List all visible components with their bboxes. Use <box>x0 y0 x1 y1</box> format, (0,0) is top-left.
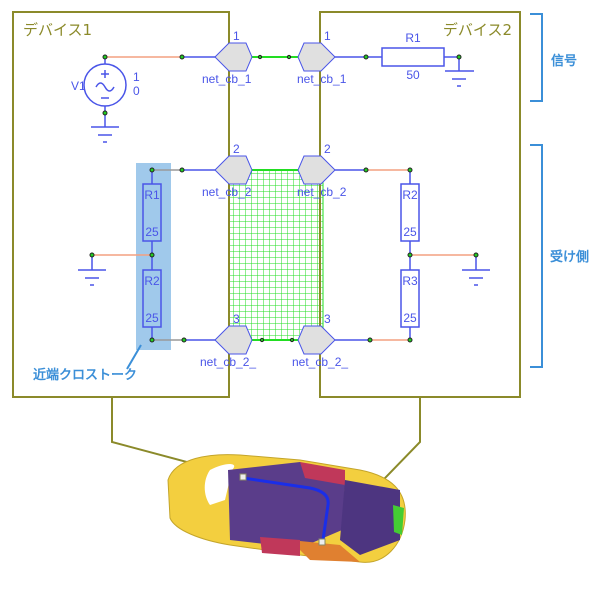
device1-title: デバイス1 <box>23 21 92 39</box>
resistor-name: R3 <box>402 274 418 288</box>
source-amp: 1 <box>133 70 140 84</box>
resistor-value: 25 <box>403 311 417 325</box>
resistor-d2-r1[interactable] <box>381 47 445 67</box>
resistor-name: R2 <box>144 274 160 288</box>
device2-title: デバイス2 <box>443 21 512 39</box>
resistor-d2-r3[interactable] <box>400 269 420 328</box>
row-receiver-wires <box>91 169 477 341</box>
connector-right-1[interactable] <box>297 42 336 72</box>
resistor-name: R2 <box>402 188 418 202</box>
resistor-value: 25 <box>145 311 159 325</box>
pin-label: 3 <box>324 312 331 326</box>
ground-icon <box>462 269 490 286</box>
signal-bracket <box>530 13 543 102</box>
resistor-name: R1 <box>144 188 160 202</box>
connector-left-1[interactable] <box>214 42 253 72</box>
resistor-d1-r1[interactable] <box>142 183 162 242</box>
net-label: net_cb_1 <box>297 72 347 86</box>
resistor-value: 50 <box>406 68 420 82</box>
near-end-crosstalk-label: 近端クロストーク <box>33 367 137 383</box>
source-name: V1 <box>71 79 86 93</box>
resistor-d2-r2[interactable] <box>400 183 420 242</box>
resistor-value: 25 <box>403 225 417 239</box>
resistor-name: R1 <box>405 31 421 45</box>
signal-label: 信号 <box>551 53 577 69</box>
receiver-bracket <box>530 144 543 368</box>
pin-label: 3 <box>233 312 240 326</box>
ground-icon <box>445 70 474 87</box>
net-label: net_cb_2 <box>202 185 252 199</box>
net-label: net_cb_2_ <box>292 355 348 369</box>
resistor-value: 25 <box>145 225 159 239</box>
ground-icon <box>91 126 119 143</box>
net-label: net_cb_2_ <box>200 355 256 369</box>
pin-label: 2 <box>233 142 240 156</box>
resistor-d1-r2[interactable] <box>142 269 162 328</box>
pin-label: 2 <box>324 142 331 156</box>
receiver-label: 受け側 <box>550 249 589 265</box>
net-label: net_cb_2 <box>297 185 347 199</box>
device1-frame <box>12 11 230 398</box>
net-label: net_cb_1 <box>202 72 252 86</box>
crosstalk-pointer <box>126 344 142 370</box>
pin-label: 1 <box>233 29 240 43</box>
pin-label: 1 <box>324 29 331 43</box>
connector-right-2[interactable] <box>297 155 336 185</box>
junction-dots <box>89 54 479 343</box>
connector-left-3[interactable] <box>214 325 253 355</box>
ground-icon <box>78 269 106 286</box>
connector-right-3[interactable] <box>297 325 336 355</box>
connector-left-2[interactable] <box>214 155 253 185</box>
device2-frame <box>319 11 521 398</box>
car-mesh-model <box>167 454 406 563</box>
source-offset: 0 <box>133 84 140 98</box>
voltage-source-icon <box>83 63 127 107</box>
row-signal <box>104 56 460 127</box>
